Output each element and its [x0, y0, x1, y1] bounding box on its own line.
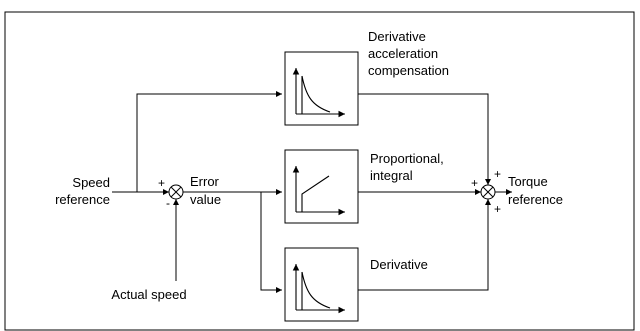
- proportional-integral-block: [284, 149, 359, 224]
- derivative-block: [284, 247, 359, 322]
- torque-summing-junction: [480, 184, 496, 200]
- outer-frame: [4, 11, 635, 331]
- derivative-acceleration-compensation-block: [284, 51, 359, 126]
- error-value-label-line1: Error: [190, 174, 220, 189]
- torque-reference-label-line1: Torque: [508, 174, 548, 189]
- block-label-derivative: Derivative: [370, 257, 428, 272]
- decaying-curve-icon: [292, 264, 345, 314]
- error-junction-plus-sign: +: [158, 176, 165, 190]
- block-label-derivative-acceleration-line1: Derivative: [368, 29, 426, 44]
- speed-reference-label-line1: Speed: [72, 175, 110, 190]
- decaying-curve-icon: [292, 68, 345, 118]
- derivative-output-line: [358, 199, 491, 291]
- torque-reference-label-line2: reference: [508, 192, 563, 207]
- step-ramp-icon: [292, 166, 345, 216]
- block-label-derivative-acceleration-line3: compensation: [368, 63, 449, 78]
- block-label-proportional-integral-line1: Proportional,: [370, 151, 444, 166]
- acceleration-output-line: [358, 93, 491, 185]
- torque-junction-top-plus-sign: +: [494, 167, 501, 181]
- actual-speed-label: Actual speed: [111, 287, 186, 302]
- block-label-proportional-integral-line2: integral: [370, 168, 413, 183]
- error-summing-junction: [168, 184, 184, 200]
- speed-reference-label-line2: reference: [55, 192, 110, 207]
- derivative-branch-line: [260, 192, 282, 293]
- feedforward-line: [136, 91, 282, 192]
- torque-junction-bottom-plus-sign: +: [494, 202, 501, 216]
- error-value-label-line2: value: [190, 192, 221, 207]
- error-junction-minus-sign: -: [166, 196, 170, 210]
- torque-junction-left-plus-sign: +: [471, 176, 478, 190]
- block-label-derivative-acceleration-line2: acceleration: [368, 46, 438, 61]
